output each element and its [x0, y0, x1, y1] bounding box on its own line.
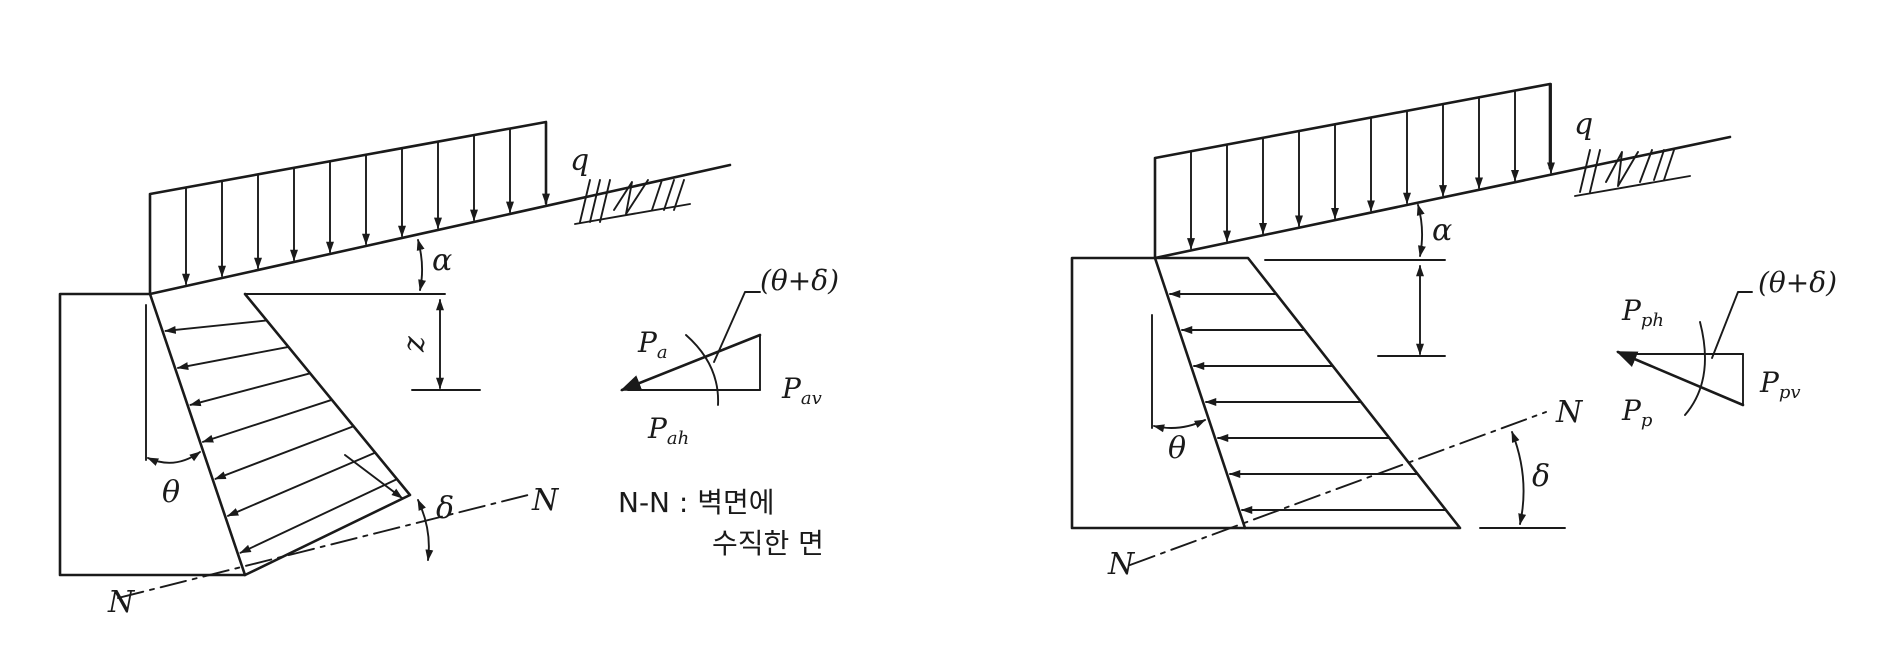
Pah-label: Pah — [647, 412, 689, 449]
theta-label: θ — [162, 475, 180, 510]
N-label-upper-right: N — [1555, 395, 1584, 430]
alpha-label-right: α — [1432, 213, 1452, 248]
pressure-arrow — [239, 478, 398, 554]
alpha-arc-right — [1416, 203, 1426, 258]
alpha-label: α — [432, 243, 452, 278]
pressure-arrow — [214, 425, 355, 480]
pressure-arrow — [344, 454, 403, 499]
delta-arc — [417, 498, 434, 562]
passive-pressure-diagram: q α z θ N N δ (θ+δ) Pph Ppv — [1070, 82, 1837, 582]
z-label: z — [397, 336, 432, 353]
alpha-arc — [416, 238, 426, 292]
NN-note-line2: 수직한 면 — [712, 527, 824, 560]
active-pressure-diagram: q α z θ N N δ (θ+δ) Pa Pav Pa — [58, 120, 839, 620]
pressure-distribution-right — [1153, 256, 1462, 530]
Pp-label: Pp — [1621, 394, 1653, 431]
retaining-wall — [58, 292, 247, 577]
theta-delta-label-right: (θ+δ) — [1758, 266, 1837, 299]
theta-arc — [146, 451, 201, 466]
pressure-arrow — [189, 372, 312, 407]
pressure-arrow — [226, 451, 377, 517]
N-label-lower: N — [107, 585, 136, 620]
pressure-distribution — [243, 292, 412, 577]
theta-arc-right — [1152, 419, 1207, 433]
surcharge-load-q-right — [1153, 82, 1555, 260]
pressure-arrow — [201, 398, 333, 443]
passive-force-triangle — [1616, 291, 1753, 416]
Pav-label: Pav — [781, 372, 822, 409]
soil-hatch — [574, 179, 691, 225]
q-label-right: q — [1574, 107, 1593, 142]
Pa-label: Pa — [637, 326, 668, 363]
normal-line-NN-right — [1129, 411, 1547, 566]
pressure-arrow — [176, 345, 290, 370]
retaining-wall-right — [1070, 256, 1247, 530]
delta-label-right: δ — [1532, 459, 1550, 494]
surcharge-load-q — [148, 120, 550, 296]
pressure-arrows — [164, 319, 403, 554]
soil-hatch-right — [1574, 149, 1691, 197]
pressure-arrows-right — [1168, 290, 1447, 514]
active-force-triangle — [620, 291, 762, 406]
N-label-lower-right: N — [1107, 547, 1136, 582]
q-label: q — [570, 143, 589, 178]
delta-arc-right — [1511, 430, 1527, 526]
N-label-upper: N — [531, 483, 560, 518]
theta-label-right: θ — [1168, 431, 1186, 466]
pressure-arrow — [164, 319, 268, 334]
backfill-slope — [148, 163, 732, 296]
NN-note-line1: N-N : 벽면에 — [618, 486, 775, 519]
delta-label: δ — [436, 491, 454, 526]
normal-line-NN — [117, 494, 529, 599]
Ppv-label: Ppv — [1759, 366, 1801, 403]
theta-delta-label: (θ+δ) — [760, 264, 839, 297]
Pph-label: Pph — [1621, 294, 1664, 331]
